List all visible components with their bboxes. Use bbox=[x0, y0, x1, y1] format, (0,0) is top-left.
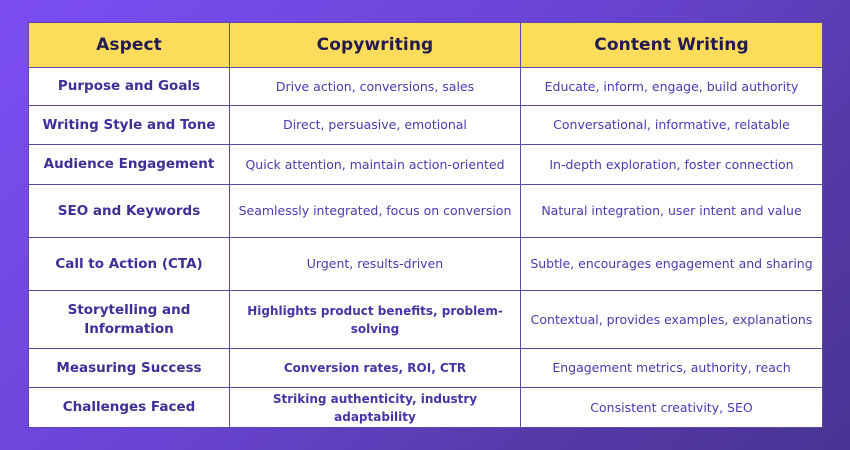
copywriting-cell: Conversion rates, ROI, CTR bbox=[229, 348, 521, 388]
content-writing-cell: Engagement metrics, authority, reach bbox=[520, 348, 823, 388]
content-writing-cell: Subtle, encourages engagement and sharin… bbox=[520, 237, 823, 291]
copywriting-cell: Quick attention, maintain action-oriente… bbox=[229, 144, 521, 185]
table-row: Call to Action (CTA) Urgent, results-dri… bbox=[28, 237, 823, 291]
content-writing-cell: In-depth exploration, foster connection bbox=[520, 144, 823, 185]
aspect-cell: Storytelling and Information bbox=[28, 290, 230, 349]
aspect-cell: SEO and Keywords bbox=[28, 184, 230, 238]
table-row: Storytelling and Information Highlights … bbox=[28, 290, 823, 349]
header-aspect: Aspect bbox=[28, 22, 230, 68]
comparison-table-container: Aspect Copywriting Content Writing Purpo… bbox=[28, 22, 823, 428]
table-row: Challenges Faced Striking authenticity, … bbox=[28, 387, 823, 428]
aspect-cell: Writing Style and Tone bbox=[28, 105, 230, 145]
copywriting-cell: Drive action, conversions, sales bbox=[229, 67, 521, 106]
table-header-row: Aspect Copywriting Content Writing bbox=[28, 22, 823, 68]
aspect-cell: Purpose and Goals bbox=[28, 67, 230, 106]
content-writing-cell: Conversational, informative, relatable bbox=[520, 105, 823, 145]
table-row: Audience Engagement Quick attention, mai… bbox=[28, 144, 823, 185]
content-writing-cell: Educate, inform, engage, build authority bbox=[520, 67, 823, 106]
copywriting-cell: Direct, persuasive, emotional bbox=[229, 105, 521, 145]
copywriting-cell: Seamlessly integrated, focus on conversi… bbox=[229, 184, 521, 238]
copywriting-cell: Striking authenticity, industry adaptabi… bbox=[229, 387, 521, 428]
content-writing-cell: Consistent creativity, SEO bbox=[520, 387, 823, 428]
comparison-table: Aspect Copywriting Content Writing Purpo… bbox=[28, 22, 823, 428]
content-writing-cell: Natural integration, user intent and val… bbox=[520, 184, 823, 238]
header-copywriting: Copywriting bbox=[229, 22, 521, 68]
aspect-cell: Measuring Success bbox=[28, 348, 230, 388]
header-content-writing: Content Writing bbox=[520, 22, 823, 68]
table-row: Measuring Success Conversion rates, ROI,… bbox=[28, 348, 823, 388]
aspect-cell: Call to Action (CTA) bbox=[28, 237, 230, 291]
aspect-cell: Audience Engagement bbox=[28, 144, 230, 185]
copywriting-cell: Urgent, results-driven bbox=[229, 237, 521, 291]
table-row: SEO and Keywords Seamlessly integrated, … bbox=[28, 184, 823, 238]
table-row: Purpose and Goals Drive action, conversi… bbox=[28, 67, 823, 106]
content-writing-cell: Contextual, provides examples, explanati… bbox=[520, 290, 823, 349]
aspect-cell: Challenges Faced bbox=[28, 387, 230, 428]
copywriting-cell: Highlights product benefits, problem-sol… bbox=[229, 290, 521, 349]
table-row: Writing Style and Tone Direct, persuasiv… bbox=[28, 105, 823, 145]
